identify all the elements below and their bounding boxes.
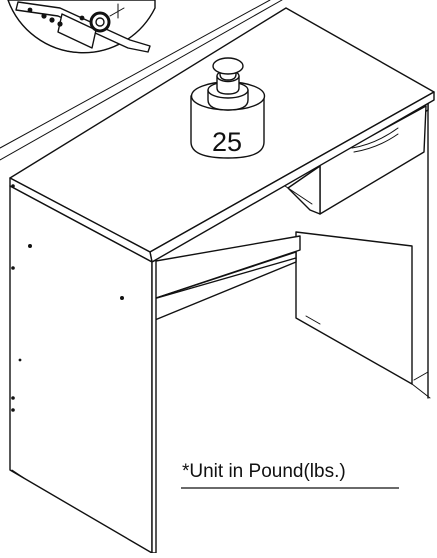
left-side-panel (9, 184, 157, 554)
hardware-detail-callout (7, 0, 156, 54)
right-side-panel (295, 231, 413, 385)
unit-note-text: *Unit in Pound(lbs.) (182, 461, 346, 482)
wall-edge (0, 0, 283, 161)
cam-lock-icon (89, 11, 111, 33)
weight-icon: 25 (190, 57, 266, 159)
unit-note: *Unit in Pound(lbs.) (181, 461, 399, 489)
weight-value: 25 (212, 127, 242, 157)
